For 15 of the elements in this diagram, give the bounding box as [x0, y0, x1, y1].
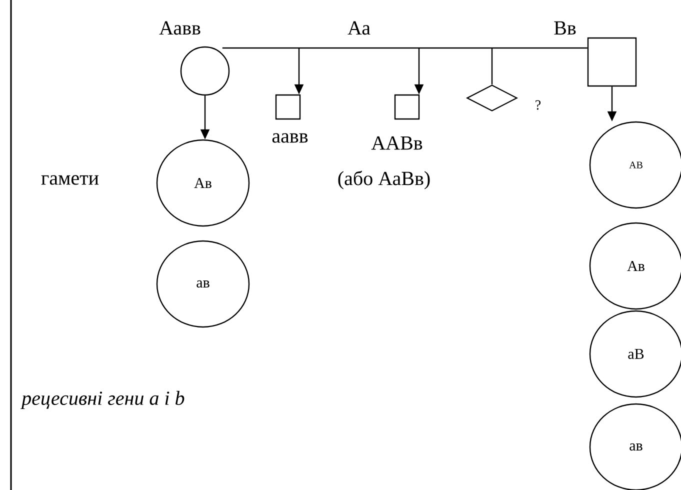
genotype-label: ААВв	[371, 136, 422, 150]
label: рецесивні гени a і b	[20, 390, 184, 410]
label: Аа	[348, 21, 370, 35]
genotype-label: (або АаВв)	[338, 170, 430, 190]
male-square	[394, 94, 420, 120]
mating-line	[222, 47, 588, 49]
genotype-label: аавв	[272, 133, 308, 143]
descent-line	[491, 48, 493, 84]
male-square	[275, 94, 301, 120]
label: Вв	[554, 21, 576, 35]
label: гамети	[41, 175, 99, 185]
genotype-label: ?	[536, 100, 541, 110]
male-square	[587, 37, 637, 87]
female-circle	[180, 46, 230, 96]
genotype-label: Аавв	[159, 21, 200, 35]
